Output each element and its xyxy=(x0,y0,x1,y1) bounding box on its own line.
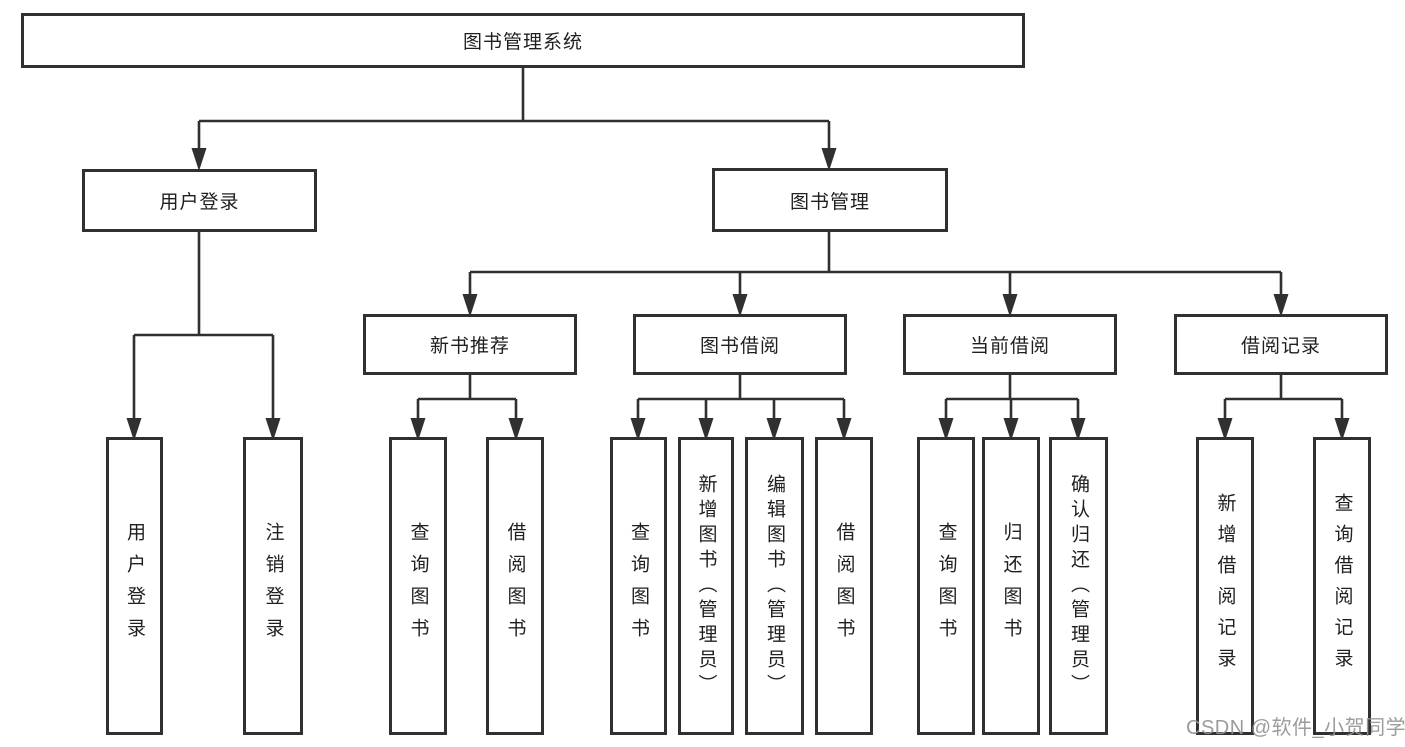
node-book-management: 图书管理 xyxy=(712,168,948,232)
leaf-borrow-edit-book-admin-label: 编辑图书（管理员） xyxy=(764,473,785,699)
node-new-book-recommend: 新书推荐 xyxy=(363,314,577,375)
leaf-record-query: 查询借阅记录 xyxy=(1313,437,1371,735)
leaf-user-login: 用户登录 xyxy=(106,437,163,735)
leaf-borrow-add-book-admin: 新增图书（管理员） xyxy=(678,437,734,735)
csdn-watermark: CSDN @软件_小贺同学 xyxy=(1186,717,1405,739)
leaf-record-query-label: 查询借阅记录 xyxy=(1331,493,1353,679)
leaf-new-query-book-label: 查询图书 xyxy=(407,522,429,650)
node-current-borrow: 当前借阅 xyxy=(903,314,1117,375)
leaf-record-add: 新增借阅记录 xyxy=(1196,437,1254,735)
leaf-logout: 注销登录 xyxy=(243,437,303,735)
leaf-current-confirm-return-admin: 确认归还（管理员） xyxy=(1049,437,1108,735)
leaf-borrow-query-book: 查询图书 xyxy=(610,437,667,735)
leaf-current-return-book: 归还图书 xyxy=(982,437,1040,735)
node-root-library-system: 图书管理系统 xyxy=(21,13,1025,68)
node-borrow-record: 借阅记录 xyxy=(1174,314,1388,375)
leaf-borrow-edit-book-admin: 编辑图书（管理员） xyxy=(745,437,804,735)
leaf-logout-label: 注销登录 xyxy=(262,522,284,650)
node-book-borrow: 图书借阅 xyxy=(633,314,847,375)
leaf-record-add-label: 新增借阅记录 xyxy=(1214,493,1236,679)
leaf-new-borrow-book: 借阅图书 xyxy=(486,437,544,735)
arrowheads xyxy=(126,148,1350,441)
leaf-user-login-label: 用户登录 xyxy=(124,522,145,650)
connector-segments xyxy=(132,68,1344,420)
leaf-borrow-query-book-label: 查询图书 xyxy=(628,522,649,650)
leaf-borrow-add-book-admin-label: 新增图书（管理员） xyxy=(695,473,717,699)
leaf-current-return-book-label: 归还图书 xyxy=(1000,522,1022,650)
leaf-current-query-book-label: 查询图书 xyxy=(935,522,957,650)
leaf-current-confirm-return-admin-label: 确认归还（管理员） xyxy=(1068,473,1089,699)
leaf-borrow-borrow-book-label: 借阅图书 xyxy=(833,522,855,650)
leaf-borrow-borrow-book: 借阅图书 xyxy=(815,437,873,735)
leaf-new-query-book: 查询图书 xyxy=(389,437,447,735)
node-user-login: 用户登录 xyxy=(82,169,317,232)
leaf-new-borrow-book-label: 借阅图书 xyxy=(504,522,526,650)
leaf-current-query-book: 查询图书 xyxy=(917,437,975,735)
